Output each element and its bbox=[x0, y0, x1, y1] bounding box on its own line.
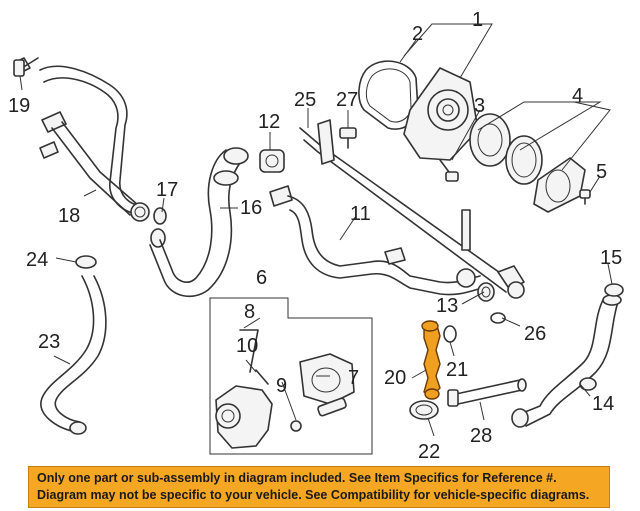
callout-27: 27 bbox=[336, 89, 358, 111]
callout-14: 14 bbox=[592, 393, 614, 415]
part-20-highlighted-pipe bbox=[421, 320, 441, 400]
callout-2: 2 bbox=[412, 23, 423, 45]
callout-19: 19 bbox=[8, 95, 30, 117]
callout-17: 17 bbox=[156, 179, 178, 201]
part-14-hose bbox=[511, 294, 622, 428]
notice-line-1: Only one part or sub-assembly in diagram… bbox=[37, 471, 557, 485]
part-13-seal bbox=[477, 282, 495, 302]
callout-16: 16 bbox=[240, 197, 262, 219]
callout-9: 9 bbox=[276, 375, 287, 397]
callout-8: 8 bbox=[244, 301, 255, 323]
part-21-oring bbox=[443, 325, 457, 343]
part-11-coolant-pipe bbox=[269, 185, 483, 296]
callout-5: 5 bbox=[596, 161, 607, 183]
callout-23: 23 bbox=[38, 331, 60, 353]
callout-18: 18 bbox=[58, 205, 80, 227]
part-27-bolt bbox=[339, 127, 357, 149]
part-3-bolt bbox=[439, 159, 459, 182]
part-6-assembly-box bbox=[209, 297, 373, 455]
part-15-clamp bbox=[604, 283, 624, 297]
callout-10: 10 bbox=[236, 335, 258, 357]
part-28-pipe bbox=[447, 378, 527, 407]
callout-3: 3 bbox=[474, 95, 485, 117]
notice-banner: Only one part or sub-assembly in diagram… bbox=[28, 466, 610, 508]
callout-4: 4 bbox=[572, 85, 583, 107]
part-22-clamp bbox=[409, 400, 439, 420]
part-19-hose-end bbox=[13, 57, 39, 77]
notice-line-2: Diagram may not be specific to your vehi… bbox=[37, 488, 590, 502]
callout-7: 7 bbox=[348, 367, 359, 389]
part-26-oring bbox=[490, 312, 506, 324]
callout-15: 15 bbox=[600, 247, 622, 269]
callout-24: 24 bbox=[26, 249, 48, 271]
callout-20: 20 bbox=[384, 367, 406, 389]
part-25-pipe bbox=[299, 119, 525, 299]
callout-labels: 1 2 3 4 5 6 7 8 9 10 11 12 13 14 15 16 1… bbox=[8, 9, 622, 463]
part-24-clip bbox=[75, 255, 97, 269]
part-23-hose bbox=[40, 275, 107, 435]
part-1-water-pump bbox=[403, 67, 479, 161]
callout-28: 28 bbox=[470, 425, 492, 447]
callout-25: 25 bbox=[294, 89, 316, 111]
callout-21: 21 bbox=[446, 359, 468, 381]
callout-13: 13 bbox=[436, 295, 458, 317]
part-5-bolt bbox=[579, 189, 591, 205]
callout-11: 11 bbox=[350, 203, 371, 225]
callout-26: 26 bbox=[524, 323, 546, 345]
callout-22: 22 bbox=[418, 441, 440, 463]
part-16-hose bbox=[149, 147, 249, 298]
part-17-clamp bbox=[150, 207, 167, 248]
callout-1: 1 bbox=[472, 9, 483, 31]
part-4-gasket-set bbox=[469, 113, 586, 213]
callout-6: 6 bbox=[256, 267, 267, 289]
part-12-gasket bbox=[259, 149, 285, 173]
callout-12: 12 bbox=[258, 111, 280, 133]
leader-lines bbox=[19, 23, 613, 437]
part-18-coolant-pipe bbox=[39, 65, 150, 222]
